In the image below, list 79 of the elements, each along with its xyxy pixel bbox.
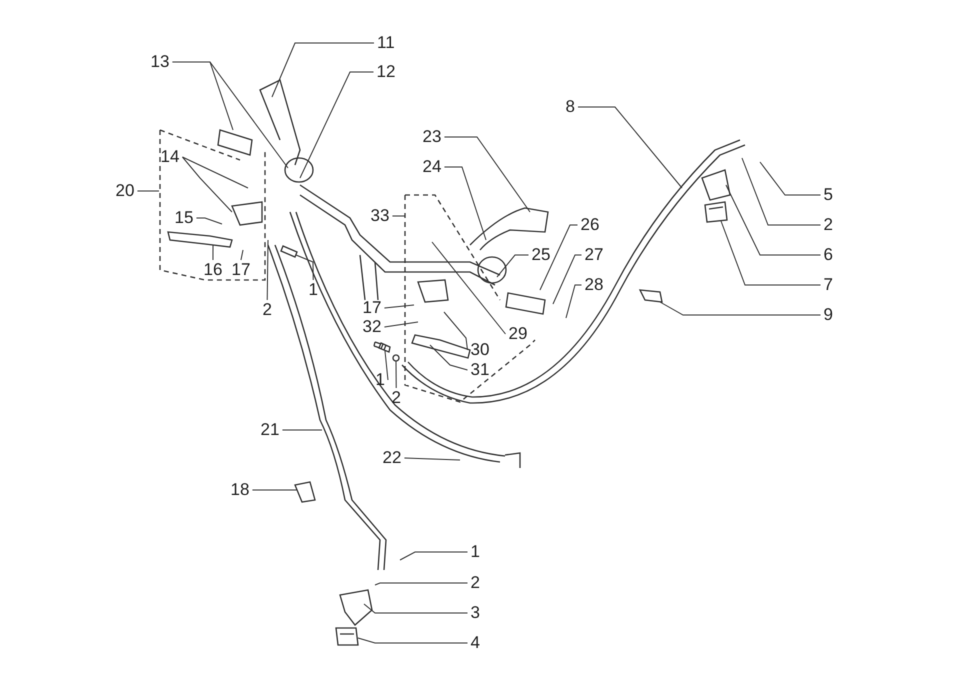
leader-line (404, 458, 460, 460)
leader-line (444, 312, 468, 350)
bolt-drawing (373, 341, 391, 353)
leader-line (566, 284, 582, 318)
callout-number: 30 (470, 341, 490, 359)
callout-number: 12 (376, 63, 396, 81)
leader-line (364, 604, 468, 614)
leader-line (496, 254, 529, 278)
callout-number: 5 (824, 186, 833, 204)
callout-number: 2 (470, 574, 480, 592)
callout-number: 28 (584, 276, 604, 294)
leader-line (742, 158, 821, 226)
callout-number: 2 (824, 216, 833, 234)
callout-number: 11 (377, 34, 395, 52)
leader-line (136, 190, 160, 192)
bolt-drawing (280, 245, 298, 258)
callout-number: 17 (362, 299, 382, 317)
leader-line (272, 42, 374, 98)
clamp-drawing (638, 289, 663, 303)
leader-line (552, 254, 582, 304)
callout-number: 16 (204, 261, 222, 279)
callout-number: 14 (160, 148, 180, 166)
leader-line (374, 582, 468, 586)
callout-number: 6 (824, 246, 833, 264)
callout-number: 7 (824, 276, 833, 294)
callout-number: 8 (566, 98, 575, 116)
leader-line (182, 156, 232, 212)
callout-number: 9 (824, 306, 833, 324)
leader-line (540, 224, 578, 290)
callout-number: 3 (470, 604, 480, 622)
leader-line (182, 156, 248, 188)
callout-number: 1 (376, 371, 385, 389)
leader-line (196, 218, 222, 224)
callout-number: 4 (470, 634, 480, 652)
callout-number: 2 (392, 389, 401, 407)
leader-line (396, 360, 397, 388)
callout-number: 18 (230, 481, 250, 499)
callout-number: 13 (150, 53, 170, 71)
leader-line (300, 72, 374, 178)
leader-line (430, 344, 468, 370)
callout-number: 29 (508, 325, 528, 343)
callout-number: 24 (422, 158, 442, 176)
leader-line (577, 106, 682, 188)
leader-line (384, 350, 388, 380)
leader-line (660, 302, 821, 316)
leader-line (296, 254, 314, 280)
brake-pad-drawing (335, 627, 359, 646)
washer-drawing (392, 354, 400, 362)
callout-number: 23 (422, 128, 442, 146)
leader-line (726, 184, 821, 256)
callout-number: 20 (116, 182, 134, 200)
callout-number: 21 (260, 421, 280, 439)
brake-pad-drawing (704, 201, 728, 223)
leader-line (444, 166, 486, 240)
leader-line (384, 322, 418, 328)
leader-line (400, 552, 468, 560)
leader-line (212, 244, 214, 260)
callout-number: 27 (584, 246, 604, 264)
callout-number: 31 (470, 361, 490, 379)
leader-line (384, 304, 414, 308)
callout-number: 15 (174, 209, 194, 227)
callout-number: 26 (580, 216, 600, 234)
leader-line (240, 250, 244, 260)
leader-line (266, 240, 268, 300)
callout-number: 2 (262, 301, 272, 319)
callout-number: 1 (470, 543, 480, 561)
callout-number: 17 (232, 261, 250, 279)
callout-number: 22 (382, 449, 402, 467)
leader-line (720, 220, 821, 286)
leader-line (432, 242, 506, 334)
leader-line (358, 638, 468, 644)
callout-number: 25 (532, 246, 550, 264)
callout-number: 32 (362, 318, 382, 336)
callout-number: 33 (370, 207, 390, 225)
leader-line (444, 136, 530, 212)
leader-line (172, 62, 288, 168)
callout-number: 1 (308, 281, 318, 299)
leader-line (760, 162, 821, 196)
clamp-drawing (294, 481, 316, 503)
